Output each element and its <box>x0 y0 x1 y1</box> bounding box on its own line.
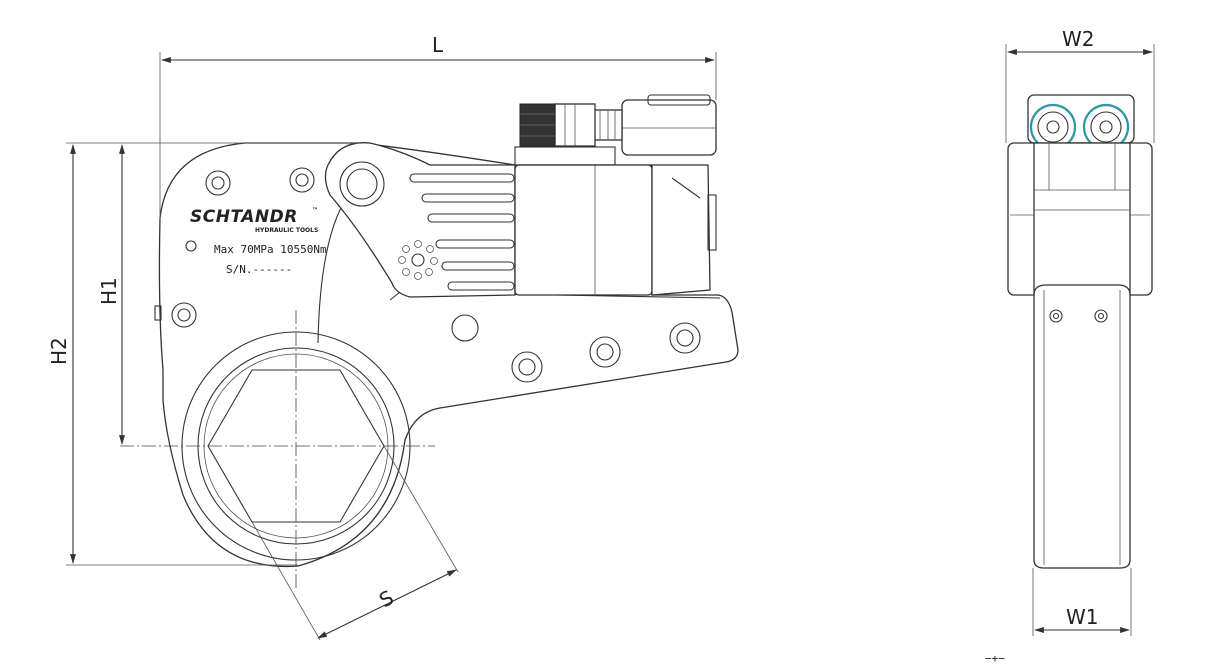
bolt-3 <box>171 302 197 328</box>
link-arm-front <box>1033 284 1131 569</box>
rear-cap <box>707 194 717 251</box>
footer-mark: −+− <box>985 652 1005 665</box>
bolt-4 <box>511 351 543 383</box>
rear-housing <box>651 164 711 296</box>
arm-bolt-left <box>1049 309 1063 323</box>
spec-rating: Max 70MPa 10550Nm <box>214 243 327 256</box>
arm-bolt-right <box>1094 309 1108 323</box>
dimension-label-W1: W1 <box>1066 605 1099 629</box>
brand-subtitle: HYDRAULIC TOOLS <box>255 227 318 234</box>
front-view <box>1007 94 1153 569</box>
dimension-W1: W1 <box>1032 568 1132 636</box>
hydraulic-swivel <box>514 94 717 166</box>
side-view: SCHTANDR ™ HYDRAULIC TOOLS Max 70MPa 105… <box>120 94 739 590</box>
reaction-pin-hole <box>451 314 479 342</box>
bolt-5 <box>589 336 621 368</box>
cylinder-front <box>1033 142 1131 296</box>
dimension-W2: W2 <box>1005 27 1155 143</box>
bolt-large <box>339 161 385 207</box>
cylinder-block <box>514 164 653 296</box>
bolt-1 <box>205 170 231 196</box>
brand-name: SCHTANDR <box>190 207 298 227</box>
small-hole <box>185 240 197 252</box>
brand-trademark: ™ <box>312 207 318 214</box>
cooling-slots <box>409 173 515 291</box>
rosette-holes <box>398 240 438 280</box>
dimension-L: L <box>159 33 717 220</box>
dimension-H2: H2 <box>47 142 360 566</box>
cam-head <box>324 142 516 298</box>
rear-housing-mark <box>671 177 701 199</box>
dimension-label-H2: H2 <box>47 337 71 365</box>
dimension-label-W2: W2 <box>1062 27 1095 51</box>
spec-serial: S/N.------ <box>226 263 292 276</box>
dimension-label-H1: H1 <box>97 277 121 305</box>
bolt-6 <box>669 322 701 354</box>
dimension-H1: H1 <box>97 144 125 445</box>
dimension-label-L: L <box>432 33 444 57</box>
bolt-2 <box>289 167 315 193</box>
side-tab <box>154 305 162 321</box>
